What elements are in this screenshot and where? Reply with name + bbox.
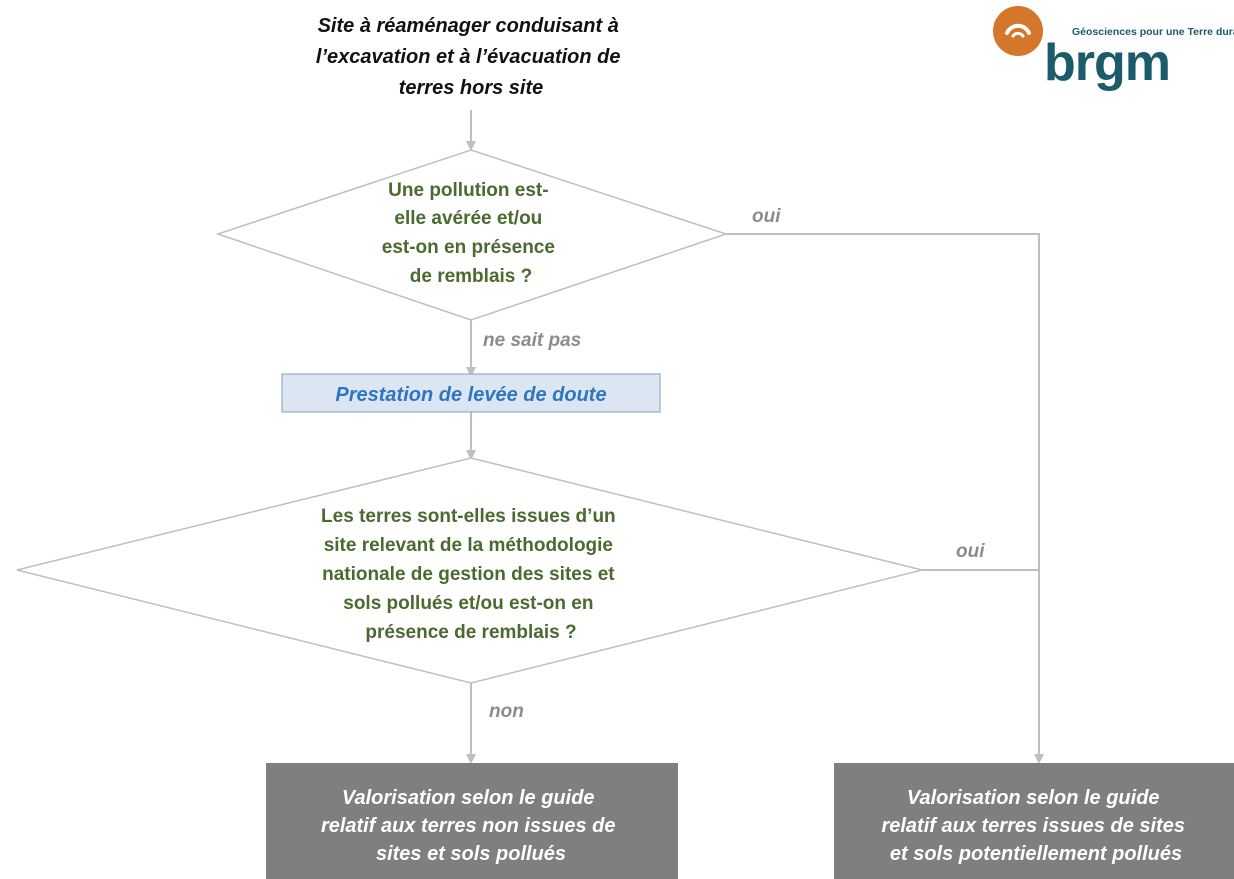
outcome-left-line: relatif aux terres non issues de (321, 815, 616, 837)
logo-arc-inner-icon (1011, 31, 1025, 38)
outcome-right-text: Valorisation selon le guide relatif aux … (881, 787, 1190, 865)
decision2-line: site relevant de la méthodologie (324, 535, 613, 556)
outcome-left-text: Valorisation selon le guide relatif aux … (321, 787, 621, 865)
decision2-diamond (16, 457, 923, 684)
decision2-line: présence de remblais ? (365, 622, 576, 643)
outcome-left-line: Valorisation selon le guide (342, 787, 595, 809)
decision1-unknown-label: ne sait pas (483, 330, 581, 351)
decision1-diamond (215, 149, 729, 321)
decision2-line: sols pollués et/ou est-on en (343, 593, 593, 614)
outcome-left-line: sites et sols pollués (376, 843, 566, 865)
start-title-line: l’excavation et à l’évacuation de (316, 46, 621, 68)
logo-arc-icon (1005, 23, 1031, 35)
start-title: Site à réaménager conduisant à l’excavat… (316, 15, 626, 99)
decision2-line: Les terres sont-elles issues d’un (321, 506, 616, 527)
logo-wordmark: brgm (1044, 34, 1170, 92)
outcome-right-line: Valorisation selon le guide (907, 787, 1160, 809)
decision1-line: elle avérée et/ou (394, 208, 542, 229)
outcome-left-box (266, 763, 678, 879)
decision2-yes-label: oui (956, 541, 985, 562)
brgm-logo: Géosciences pour une Terre durab brgm (993, 6, 1234, 92)
action-label: Prestation de levée de doute (335, 384, 606, 406)
decision2-question: Les terres sont-elles issues d’un site r… (321, 506, 621, 643)
connector-decision1-yes (726, 233, 1044, 764)
decision1-line: de remblais ? (410, 266, 533, 287)
decision1-yes-label: oui (752, 206, 781, 227)
start-title-line: Site à réaménager conduisant à (318, 15, 619, 37)
logo-tagline: Géosciences pour une Terre durab (1072, 26, 1234, 38)
action-box (281, 373, 661, 413)
decision2-line: nationale de gestion des sites et (322, 564, 615, 585)
logo-circle-icon (993, 6, 1043, 56)
outcome-right-box (834, 763, 1234, 879)
decision2-no-label: non (489, 701, 524, 722)
decision1-line: Une pollution est- (388, 180, 548, 201)
outcome-right-line: et sols potentiellement pollués (890, 843, 1182, 865)
connectors (466, 110, 1044, 764)
outcome-right-line: relatif aux terres issues de sites (881, 815, 1185, 837)
start-title-line: terres hors site (399, 77, 544, 99)
decision1-line: est-on en présence (382, 237, 555, 258)
decision1-question: Une pollution est- elle avérée et/ou est… (382, 180, 560, 287)
